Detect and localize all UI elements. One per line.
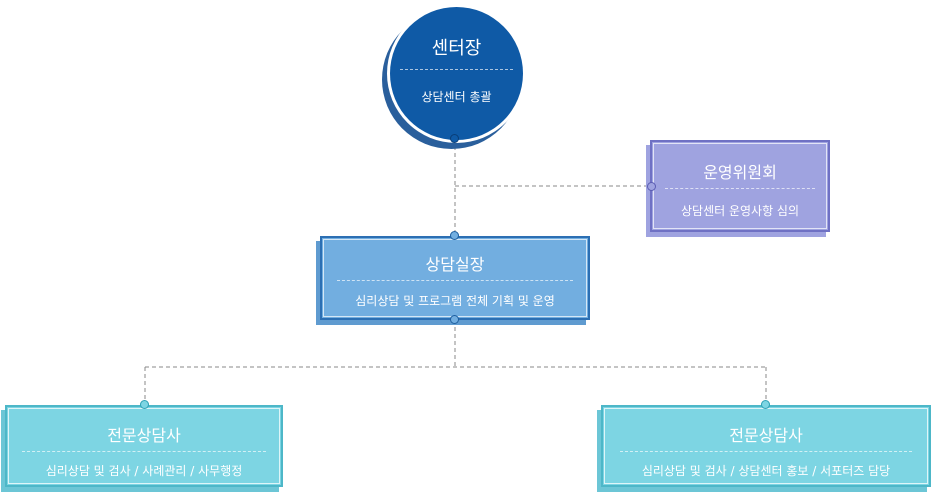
counselor-right-divider — [620, 451, 912, 452]
head-top-dot — [450, 231, 459, 240]
director-title: 센터장 — [431, 38, 482, 59]
director-bottom-dot — [450, 134, 459, 143]
counselor-right-node: 전문상담사 심리상담 및 검사 / 상담센터 홍보 / 서포터즈 담당 — [601, 405, 931, 487]
committee-left-dot — [647, 182, 656, 191]
counselor-right-desc: 심리상담 및 검사 / 상담센터 홍보 / 서포터즈 담당 — [641, 464, 891, 478]
committee-node: 운영위원회 상담센터 운영사항 심의 — [650, 140, 830, 232]
director-desc: 상담센터 총괄 — [421, 90, 492, 104]
counselor-left-title: 전문상담사 — [107, 426, 181, 445]
director-divider — [400, 69, 513, 70]
counselor-right-top-dot — [761, 400, 770, 409]
head-desc: 심리상담 및 프로그램 전체 기획 및 운영 — [355, 294, 555, 308]
head-title: 상담실장 — [425, 255, 485, 274]
counselor-left-node: 전문상담사 심리상담 및 검사 / 사례관리 / 사무행정 — [5, 405, 283, 487]
counselor-left-desc: 심리상담 및 검사 / 사례관리 / 사무행정 — [45, 464, 243, 478]
head-bottom-dot — [450, 315, 459, 324]
head-node: 상담실장 심리상담 및 프로그램 전체 기획 및 운영 — [320, 236, 590, 320]
director-node: 센터장 상담센터 총괄 — [382, 4, 528, 149]
counselor-left-divider — [22, 451, 266, 452]
committee-title: 운영위원회 — [703, 163, 777, 182]
counselor-right-title: 전문상담사 — [729, 426, 803, 445]
committee-desc: 상담센터 운영사항 심의 — [680, 204, 800, 218]
head-divider — [337, 280, 573, 281]
counselor-left-top-dot — [140, 400, 149, 409]
director-circle — [390, 7, 523, 140]
committee-divider — [665, 188, 815, 189]
